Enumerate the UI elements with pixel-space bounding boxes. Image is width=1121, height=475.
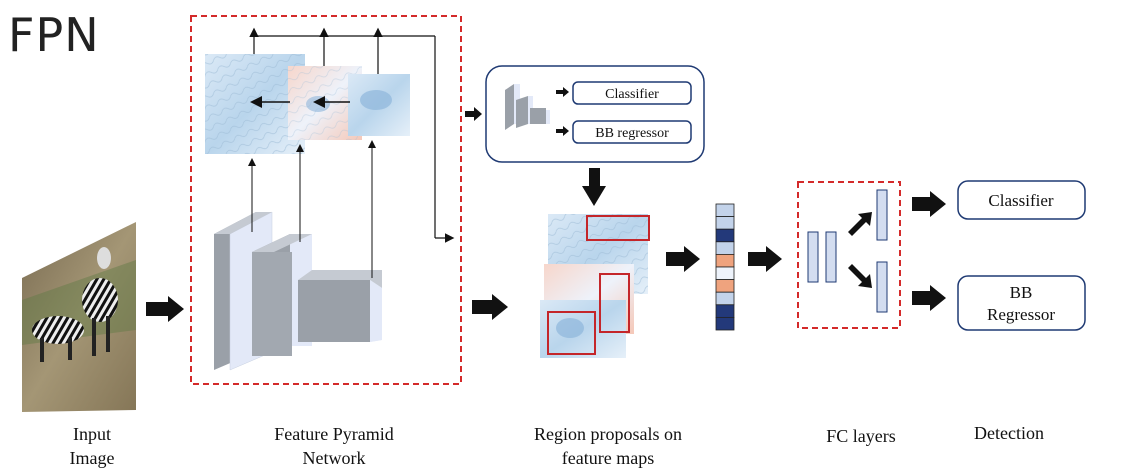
fpn-backbone-cubes (214, 211, 382, 371)
caption-fpn-line1: Feature Pyramid (274, 424, 394, 444)
caption-rp-line1: Region proposals on (534, 424, 682, 444)
feature-vector-cell (715, 279, 735, 293)
arrow-proposals-to-vector (666, 246, 700, 272)
caption-input-line1: Input (73, 424, 111, 444)
rpn-box (485, 65, 705, 163)
caption-input-image: Input Image (52, 422, 132, 470)
rpn-classifier-label: Classifier (605, 87, 659, 102)
arrow-vector-to-fc (748, 246, 782, 272)
region-proposal-maps (540, 214, 648, 358)
arrow-rpn-to-proposals (582, 168, 606, 206)
feature-vector-cell (715, 316, 735, 331)
feature-vector (715, 203, 735, 331)
feature-vector-cell (715, 203, 735, 218)
arrow-input-to-fpn (146, 296, 184, 322)
detection-regressor-label-line2: Regressor (987, 305, 1055, 324)
feature-vector-cell (715, 216, 735, 230)
arrow-fc-to-regressor (912, 285, 946, 311)
rpn-bb-regressor-box (572, 120, 692, 144)
caption-input-line2: Image (69, 448, 115, 468)
diagram-title: FPN (8, 8, 100, 62)
fc-dashed-box (797, 181, 901, 329)
caption-detection: Detection (974, 423, 1044, 443)
rpn-mini-cubes (505, 84, 550, 130)
feature-vector-cell (715, 291, 735, 306)
arrow-fc-to-classifier (912, 191, 946, 217)
feature-vector-cell (715, 228, 735, 243)
input-image (22, 222, 136, 412)
feature-vector-cell (715, 266, 735, 281)
detection-classifier-label: Classifier (988, 191, 1053, 210)
detection-regressor-label-line1: BB (1010, 283, 1033, 302)
caption-fc-layers: FC layers (826, 426, 896, 446)
rpn-classifier-box (572, 81, 692, 105)
fpn-dashed-box (190, 15, 462, 385)
arrow-fpn-to-rpn (465, 107, 482, 121)
caption-region-proposals: Region proposals on feature maps (508, 422, 708, 470)
detection-classifier-box (957, 180, 1086, 220)
fpn-feature-maps (205, 54, 410, 154)
rpn-bb-regressor-label: BB regressor (595, 126, 669, 141)
detection-regressor-box (957, 275, 1086, 331)
feature-vector-cell (715, 241, 735, 255)
fc-layer-bars (807, 189, 888, 313)
feature-vector-cell (715, 304, 735, 318)
caption-fpn-line2: Network (302, 448, 366, 468)
arrow-fpn-to-proposals (472, 294, 508, 320)
fpn-output-connectors (249, 27, 455, 243)
caption-rp-line2: feature maps (561, 448, 655, 468)
feature-vector-cell (715, 253, 735, 268)
caption-fpn: Feature Pyramid Network (244, 422, 424, 470)
region-proposal-boxes (547, 215, 650, 355)
